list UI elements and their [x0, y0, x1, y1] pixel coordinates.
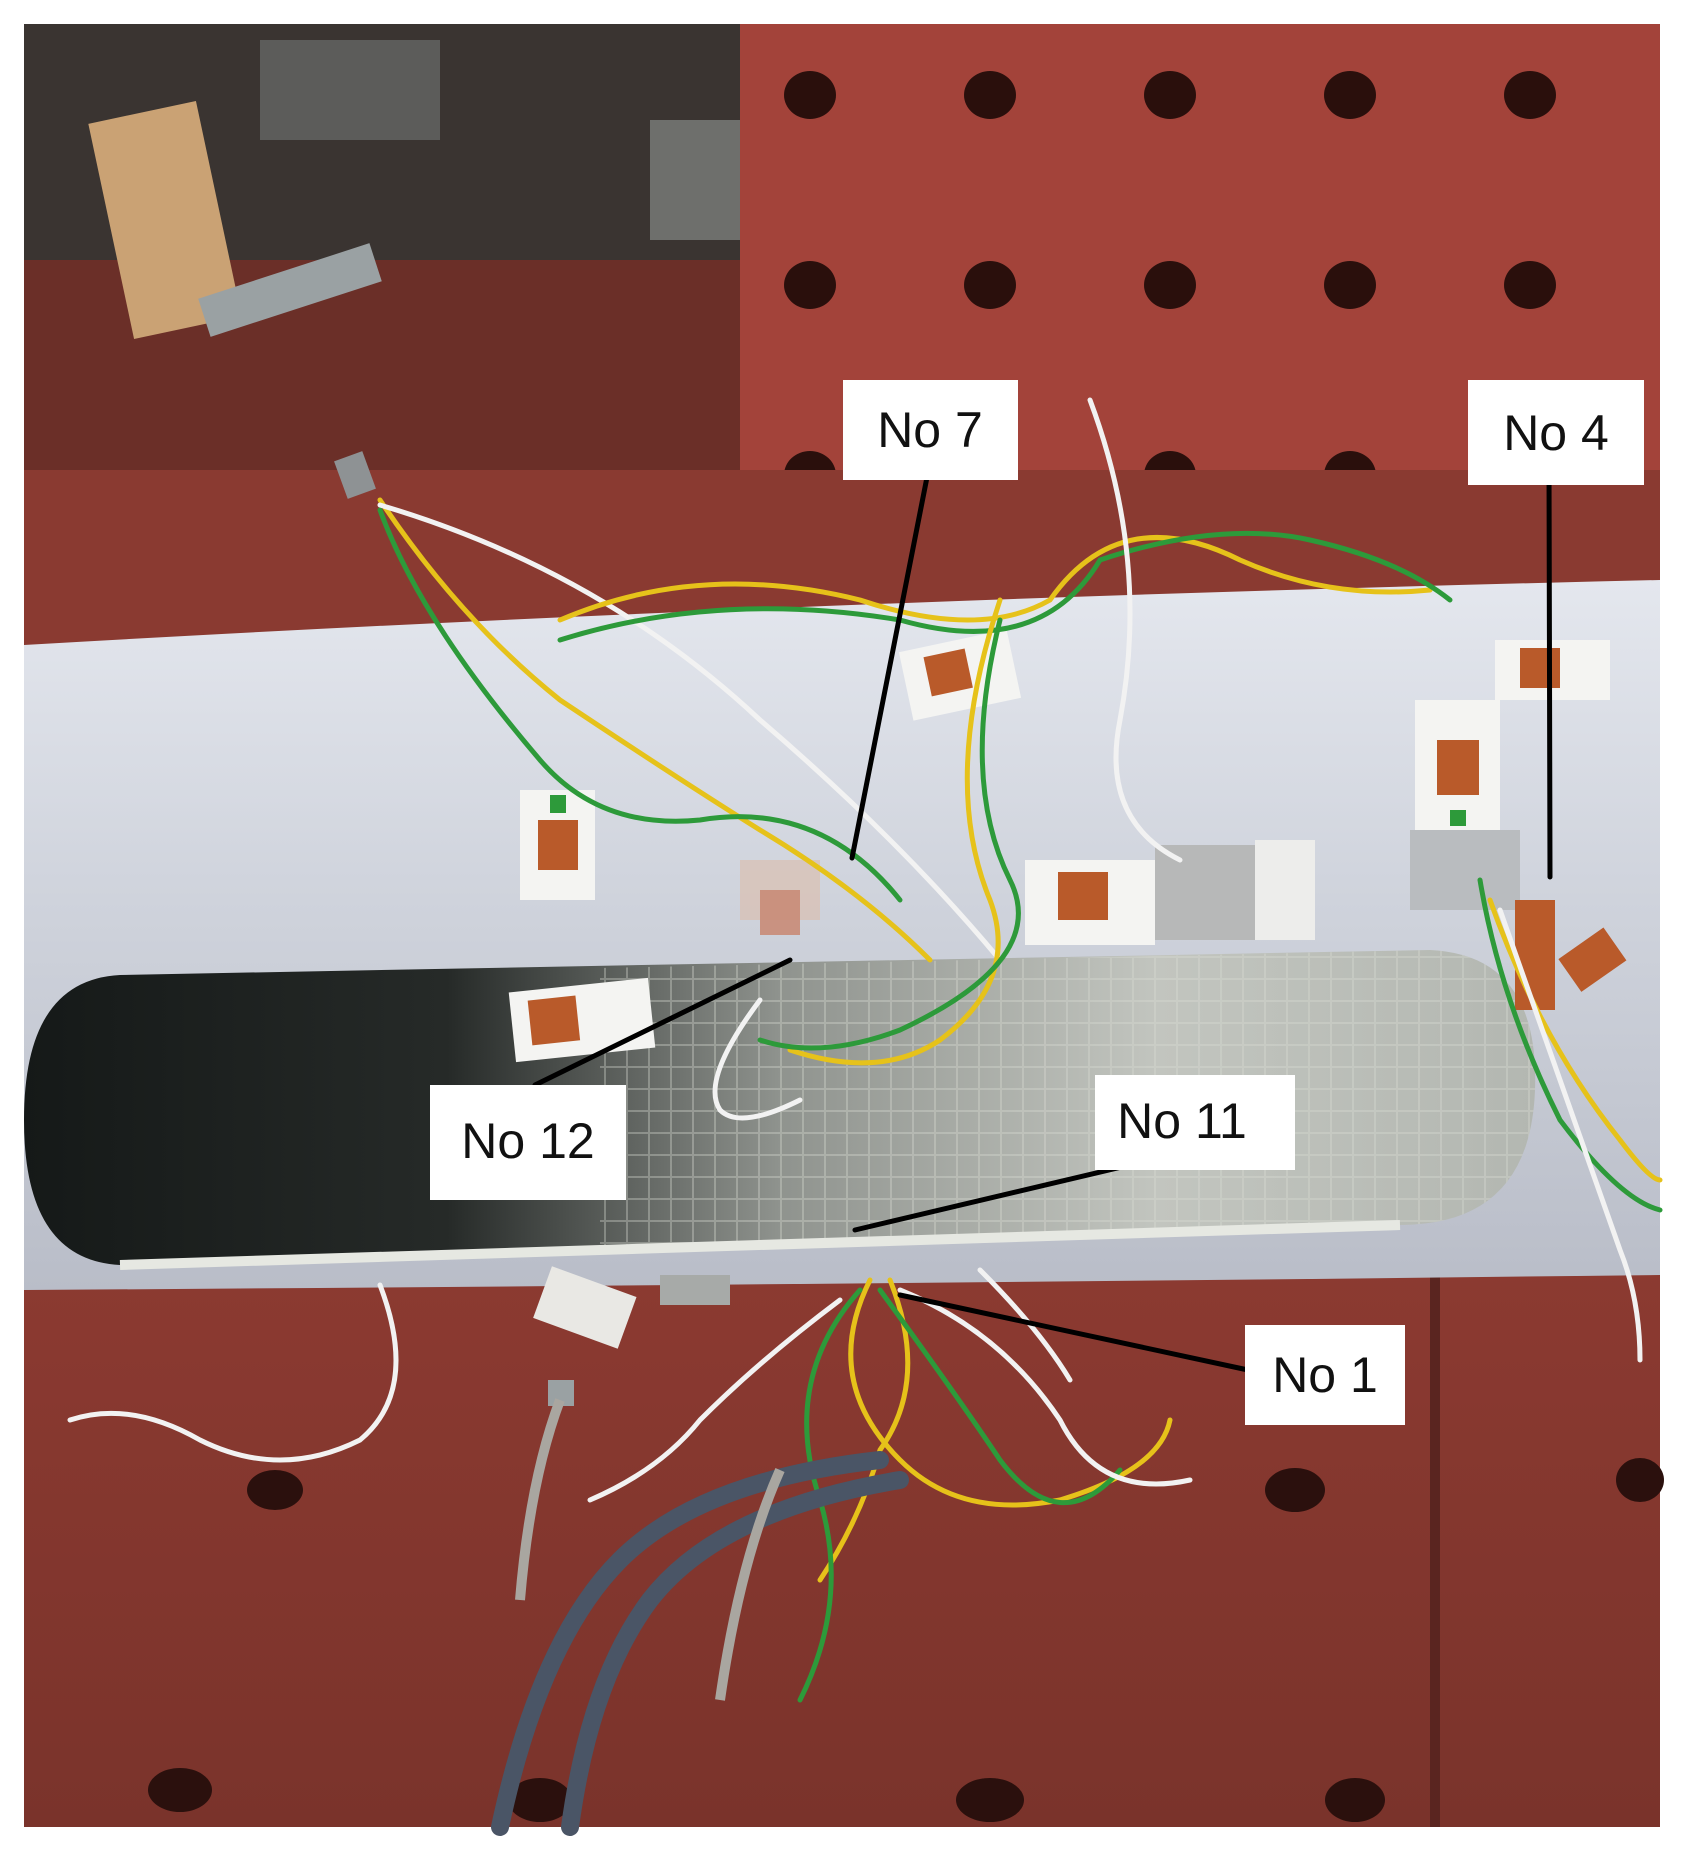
strain-gauges: [508, 629, 1627, 1349]
strain-gauge-center-cluster: [740, 860, 820, 935]
leader-no11: [852, 1158, 1150, 1233]
strain-gauge-cutout-edge: [508, 977, 656, 1063]
strain-gauge-rosette: [1515, 900, 1627, 1010]
svg-text:No 4: No 4: [1503, 405, 1609, 461]
strain-gauge-far-right: [1495, 640, 1610, 700]
bench-seam: [1430, 1260, 1440, 1827]
leader-no1: [897, 1292, 1251, 1373]
leader-no12: [532, 957, 793, 1088]
callout-no11: No 11: [1095, 1075, 1295, 1170]
strain-gauge-bottom: [533, 1266, 730, 1349]
leader-no4: [1546, 462, 1553, 880]
svg-text:No 11: No 11: [1117, 1093, 1247, 1149]
bench-holes: [148, 1458, 1664, 1822]
callout-no4: No 4: [1468, 380, 1644, 485]
leader-no7: [849, 459, 933, 861]
svg-text:No 7: No 7: [877, 402, 983, 458]
strain-gauge-left: [520, 790, 595, 900]
callout-no1: No 1: [1245, 1325, 1405, 1425]
lead-wires: [67, 397, 1663, 1703]
strain-gauge-mid: [1025, 840, 1315, 945]
wood-block: [88, 100, 242, 340]
leader-lines: [532, 459, 1553, 1373]
svg-text:No 1: No 1: [1272, 1347, 1378, 1403]
bottom-connectors: [334, 451, 785, 1701]
grey-block-2: [260, 40, 440, 140]
callout-no7: No 7: [843, 380, 1018, 480]
callout-no12: No 12: [430, 1085, 626, 1200]
svg-text:No 12: No 12: [461, 1113, 594, 1169]
metal-clamp: [198, 243, 382, 337]
cutout-rim: [119, 1220, 1401, 1270]
pipe-cutout-weave: [600, 950, 1536, 1250]
strain-gauge-right: [1410, 700, 1520, 910]
grey-block: [650, 120, 740, 240]
